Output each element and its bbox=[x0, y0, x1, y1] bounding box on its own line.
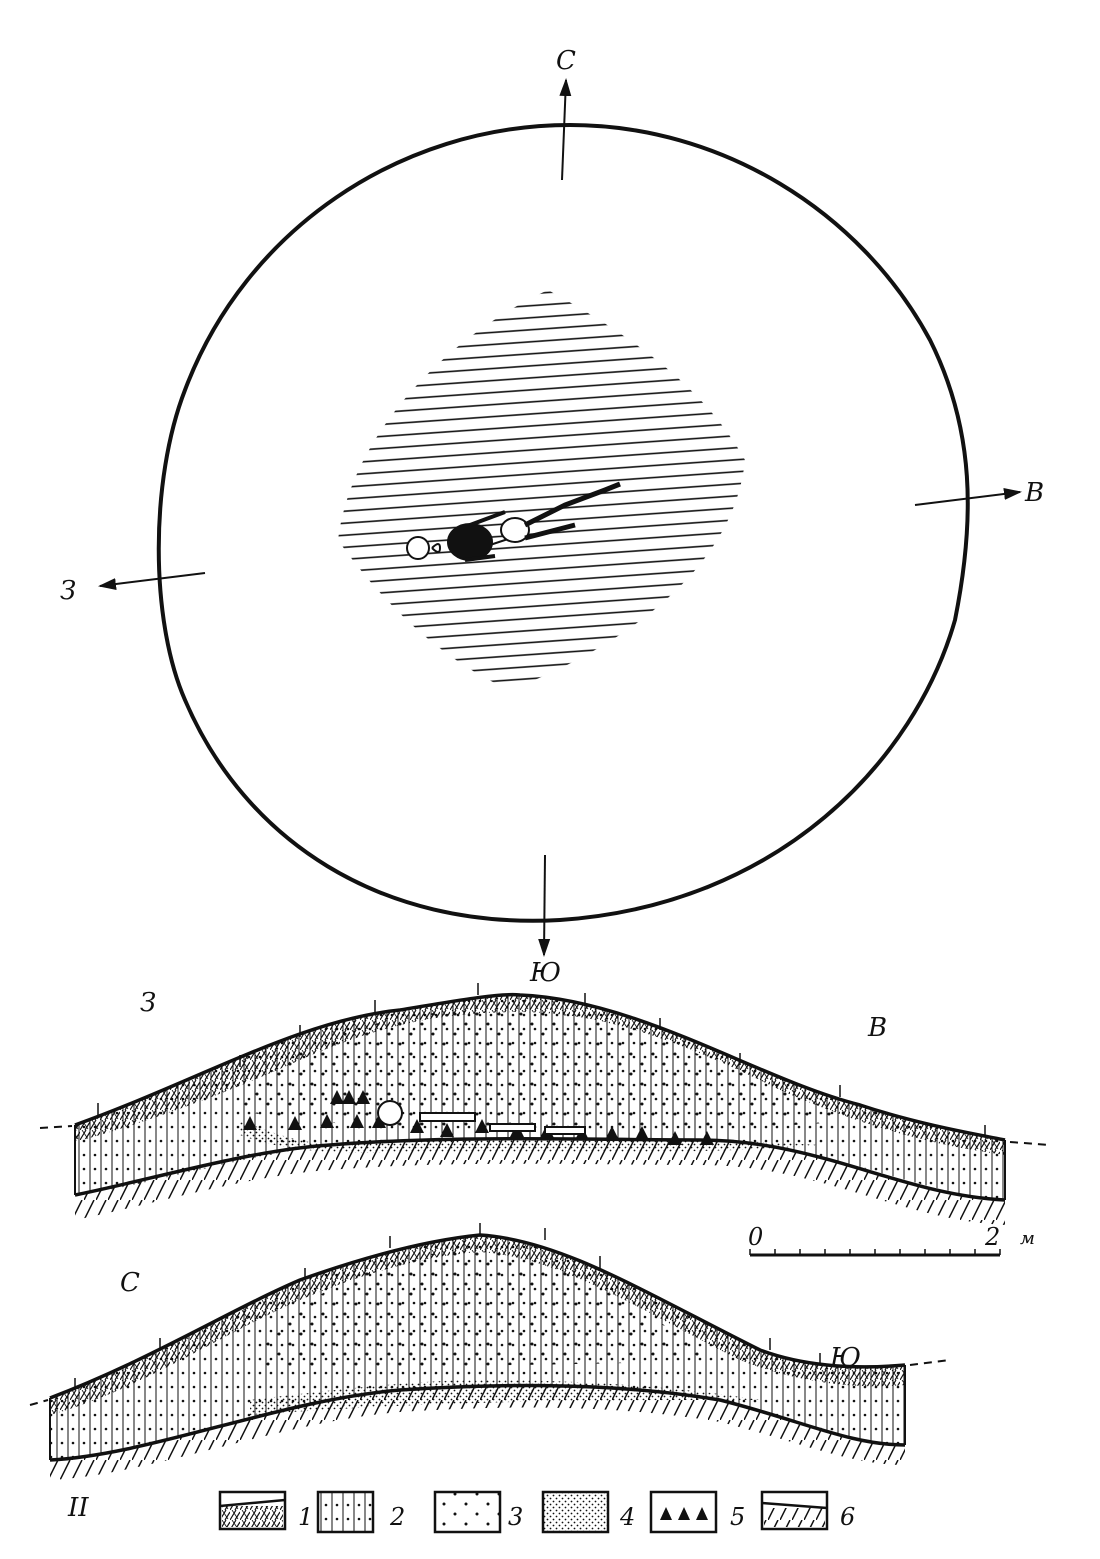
east-axis bbox=[914, 488, 1022, 506]
bone bbox=[489, 1123, 536, 1132]
skeleton bbox=[406, 481, 621, 562]
section-north-south bbox=[29, 1223, 951, 1480]
scale-end-label: 2 bbox=[985, 1223, 1001, 1251]
west-axis bbox=[98, 572, 206, 590]
section-west-east bbox=[39, 983, 1051, 1225]
legend-swatch-1 bbox=[218, 1490, 287, 1531]
section-we-left-label: З bbox=[140, 988, 157, 1018]
figure-label: II bbox=[68, 1493, 89, 1523]
skull bbox=[377, 1100, 403, 1126]
plan-label-north: С bbox=[556, 46, 576, 76]
section-we-right-label: В bbox=[868, 1013, 888, 1043]
legend-label-2: 2 bbox=[390, 1503, 406, 1531]
north-axis bbox=[559, 78, 572, 181]
legend-swatch-5 bbox=[649, 1490, 718, 1534]
legend bbox=[218, 1490, 829, 1534]
legend-swatch-4 bbox=[541, 1490, 610, 1534]
legend-label-3: 3 bbox=[508, 1503, 524, 1531]
legend-swatch-2 bbox=[316, 1490, 375, 1534]
scale-unit-label: м bbox=[1020, 1228, 1035, 1249]
south-axis bbox=[538, 854, 551, 957]
grass-marks bbox=[74, 1223, 821, 1390]
bone bbox=[419, 1112, 476, 1122]
plan-label-south: Ю bbox=[530, 958, 562, 988]
grave-pit-hatched bbox=[338, 290, 745, 690]
legend-label-6: 6 bbox=[840, 1503, 856, 1531]
plan-label-west: З bbox=[60, 576, 77, 606]
legend-label-4: 4 bbox=[620, 1503, 636, 1531]
surface-line bbox=[74, 992, 1006, 1142]
stone-markers bbox=[243, 1090, 714, 1145]
grass-marks bbox=[97, 983, 986, 1137]
bone bbox=[544, 1126, 586, 1135]
mound-plan bbox=[98, 78, 1022, 957]
plan-label-east: В bbox=[1025, 478, 1045, 508]
legend-label-5: 5 bbox=[730, 1503, 746, 1531]
legend-swatch-3 bbox=[433, 1490, 502, 1534]
legend-label-1: 1 bbox=[298, 1503, 314, 1531]
legend-swatch-6 bbox=[760, 1490, 829, 1531]
scale-start-label: 0 bbox=[748, 1223, 764, 1251]
section-ns-right-label: Ю bbox=[830, 1343, 862, 1373]
section-ns-left-label: С bbox=[120, 1268, 140, 1298]
mound-outline bbox=[156, 122, 970, 923]
scale-bar bbox=[749, 1249, 1001, 1257]
